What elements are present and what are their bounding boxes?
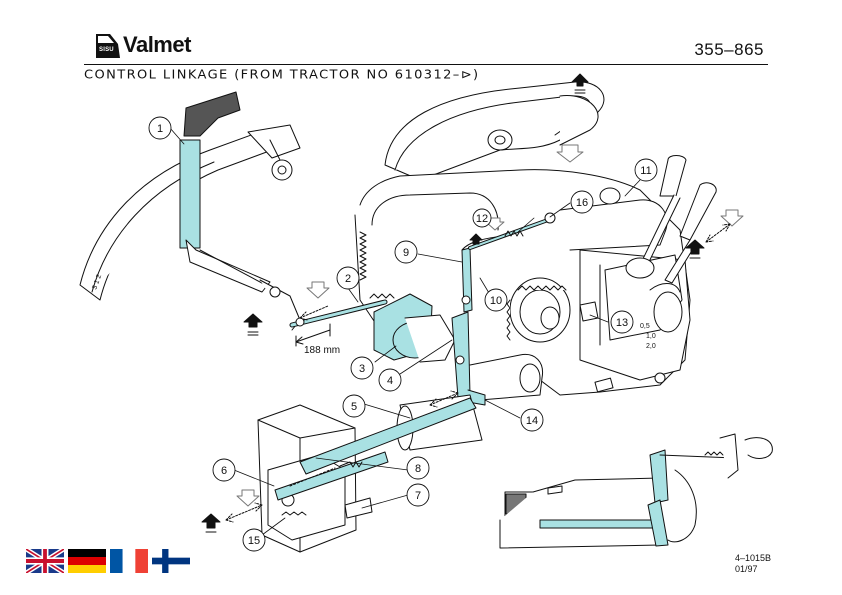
main-lever (179, 91, 301, 331)
svg-text:6: 6 (221, 465, 227, 477)
part-code: 355–865 (694, 40, 764, 59)
callout-5: 5 (342, 394, 366, 418)
callout-14: 14 (520, 408, 544, 432)
up-arrow-icon (243, 313, 263, 336)
english-flag-icon[interactable] (26, 549, 64, 573)
up-arrow-icon (469, 233, 483, 245)
document-code: 4–1015B (735, 553, 772, 563)
down-arrow-icon (236, 489, 260, 507)
double-arrow-icon (429, 390, 459, 408)
svg-text:16: 16 (576, 197, 588, 209)
inset-detail (499, 433, 773, 549)
callout-3: 3 (350, 356, 374, 380)
svg-text:3: 3 (359, 363, 365, 375)
dimension-label: 188 mm (304, 345, 340, 356)
header-divider (84, 64, 768, 65)
svg-text:11: 11 (640, 165, 651, 177)
svg-text:1,0: 1,0 (646, 333, 656, 340)
sisu-logo-icon (96, 34, 120, 58)
document-date: 01/97 (735, 564, 758, 574)
down-arrow-icon (306, 281, 330, 299)
double-arrow-icon (299, 305, 329, 321)
transmission-housing (354, 81, 691, 401)
svg-text:12: 12 (476, 213, 488, 225)
callout-2: 2 (336, 266, 360, 290)
svg-text:10: 10 (490, 295, 502, 307)
callout-4: 4 (378, 368, 402, 392)
svg-text:0,5: 0,5 (640, 323, 650, 330)
svg-text:8: 8 (415, 463, 421, 475)
callout-15: 15 (242, 528, 266, 552)
finnish-flag-icon[interactable] (152, 549, 190, 573)
callout-9: 9 (394, 240, 418, 264)
svg-text:7: 7 (415, 490, 421, 502)
svg-text:2: 2 (345, 273, 351, 285)
lever-position-labels: 0,5 1,0 2,0 (640, 323, 656, 350)
callout-11: 11 (634, 158, 658, 182)
brand-name: Valmet (123, 32, 191, 57)
leader-lines (169, 127, 641, 536)
callout-7: 7 (406, 483, 430, 507)
up-arrow-icon (685, 239, 705, 259)
top-rod (468, 212, 556, 250)
double-arrow-icon (705, 223, 731, 243)
french-flag-icon[interactable] (110, 549, 148, 573)
callout-12: 12 (472, 208, 492, 228)
up-arrow-icon (571, 73, 589, 94)
vertical-link (451, 235, 503, 406)
callout-1: 1 (148, 116, 172, 140)
svg-text:5: 5 (351, 401, 357, 413)
valmet-logo: SISU Valmet (96, 32, 216, 60)
svg-text:14: 14 (526, 415, 538, 427)
control-levers (625, 155, 717, 284)
page-title: CONTROL LINKAGE (FROM TRACTOR NO 610312–… (84, 68, 480, 83)
dimension-188mm (295, 323, 331, 347)
callout-16: 16 (570, 190, 594, 214)
down-arrow-icon (556, 144, 584, 163)
callout-13: 13 (610, 310, 634, 334)
svg-text:15: 15 (248, 535, 260, 547)
up-arrow-icon (201, 513, 221, 533)
german-flag-icon[interactable] (68, 549, 106, 573)
svg-text:13: 13 (616, 317, 628, 329)
svg-text:9: 9 (403, 247, 409, 259)
callout-8: 8 (406, 456, 430, 480)
down-arrow-icon (720, 209, 744, 227)
svg-text:3 1 2: 3 1 2 (91, 274, 103, 291)
callout-6: 6 (212, 458, 236, 482)
callouts: 1 2 3 4 5 6 7 8 9 10 11 12 13 14 15 16 (148, 116, 658, 552)
logo-mark-text: SISU (99, 47, 114, 53)
valve-body (373, 293, 456, 363)
svg-text:2,0: 2,0 (646, 343, 656, 350)
svg-text:4: 4 (387, 375, 393, 387)
svg-text:1: 1 (157, 123, 163, 135)
language-flags (26, 549, 196, 573)
double-arrow-icon (225, 502, 263, 523)
connecting-rod (289, 293, 395, 328)
callout-10: 10 (484, 288, 508, 312)
